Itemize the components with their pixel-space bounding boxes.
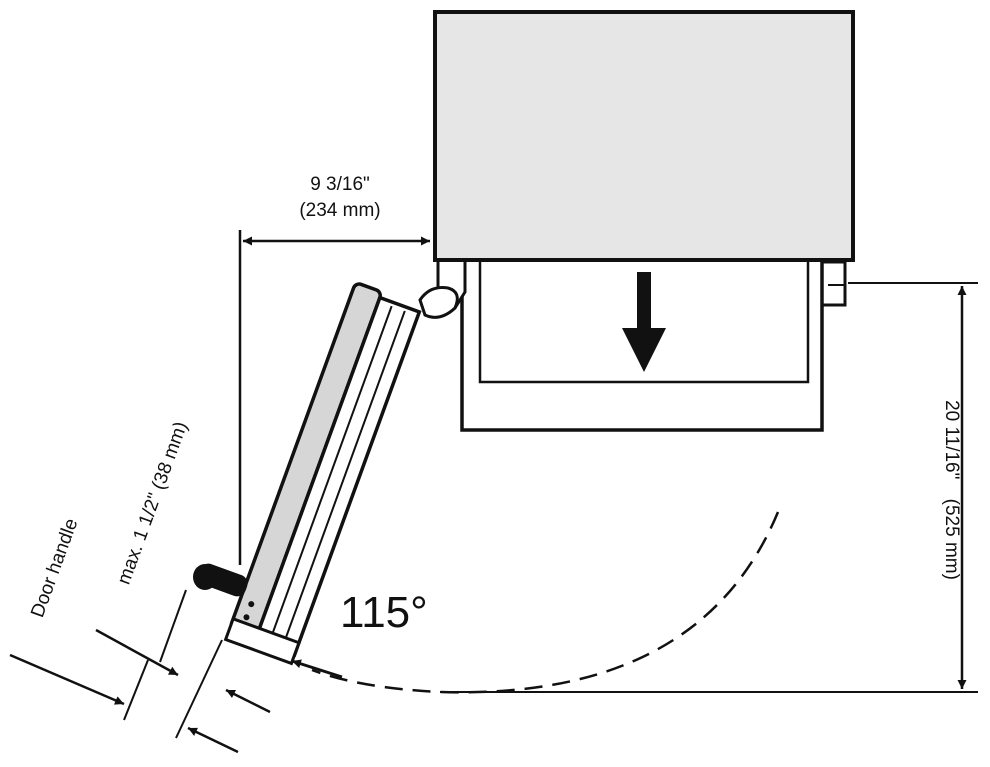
door-handle-label: Door handle: [27, 516, 82, 620]
door-handle-knob: [193, 563, 248, 597]
cabinet-box: [433, 10, 855, 262]
door-hinge: [418, 262, 467, 319]
door-swing-arc: [311, 511, 780, 694]
swing-arc-arrow: [291, 659, 343, 679]
height-label: 20 11/16" (525 mm): [941, 400, 962, 580]
clearance-imperial-label: 9 3/16": [310, 174, 370, 195]
opening-angle-label: 115°: [340, 588, 428, 637]
clearance-metric-label: (234 mm): [299, 200, 380, 221]
height-imperial-label: 20 11/16": [941, 400, 962, 479]
dimension-clearance: 9 3/16" (234 mm): [238, 174, 430, 565]
height-metric-label: (525 mm): [941, 499, 962, 580]
down-arrow-icon: [622, 272, 666, 372]
drawer-body: [460, 260, 847, 432]
dimension-height: 20 11/16" (525 mm): [440, 282, 978, 693]
door-panel: [223, 282, 422, 666]
handle-offset-label: max. 1 1/2" (38 mm): [114, 419, 192, 587]
